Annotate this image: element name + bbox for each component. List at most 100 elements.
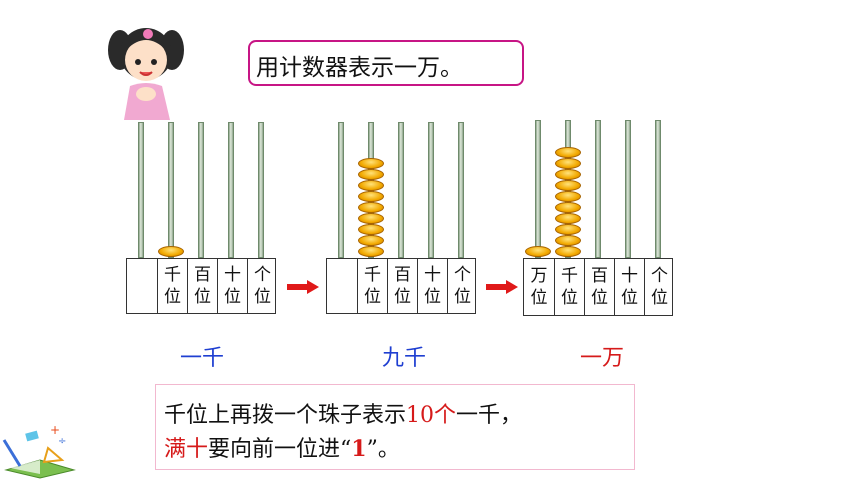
- place-value-cell: 百位: [387, 259, 417, 313]
- place-value-cell: [127, 259, 157, 313]
- place-value-cell: 百位: [584, 259, 614, 315]
- label-nine-thousand: 九千: [382, 346, 427, 371]
- girl-illustration: [108, 28, 184, 120]
- speech-bubble: [248, 40, 524, 86]
- place-value-cell: 千位: [157, 259, 187, 313]
- place-value-char: 十: [224, 265, 241, 285]
- abacus-bead: [555, 246, 581, 257]
- place-value-cell: 个位: [644, 259, 674, 315]
- abacus-bead: [158, 246, 184, 257]
- explanation-highlight: 10个: [406, 403, 457, 428]
- place-value-char: 位: [224, 287, 241, 307]
- explanation-box: 千位上再拨一个珠子表示10个一千， 满十要向前一位进“1”。: [155, 384, 635, 470]
- place-value-cell: 十位: [614, 259, 644, 315]
- math-tools-icon: + ÷: [2, 423, 76, 479]
- abacus-bead: [358, 180, 384, 191]
- place-value-cell: 十位: [417, 259, 447, 313]
- place-value-char: 位: [424, 287, 441, 307]
- speech-bubble-text: 用计数器表示一万。: [256, 55, 463, 81]
- abacus-nine-thousand: 千位百位十位个位: [326, 118, 476, 318]
- abacus-rod: [458, 122, 464, 258]
- place-value-cell: 个位: [247, 259, 277, 313]
- abacus-rod: [595, 120, 601, 258]
- abacus-rod: [138, 122, 144, 258]
- abacus-bead: [555, 158, 581, 169]
- abacus-bead: [555, 180, 581, 191]
- abacus-ten-thousand: 万位千位百位十位个位: [523, 116, 673, 318]
- explanation-text: 千位上再拨一个珠子表示: [164, 403, 407, 428]
- explanation-highlight: 满十: [164, 437, 209, 462]
- abacus-bead: [525, 246, 551, 257]
- place-value-char: 百: [194, 265, 211, 285]
- place-value-char: 千: [561, 266, 578, 286]
- abacus-rod: [198, 122, 204, 258]
- place-value-char: 位: [591, 288, 608, 308]
- svg-text:÷: ÷: [58, 436, 66, 447]
- abacus-bead: [555, 224, 581, 235]
- place-value-cell: [327, 259, 357, 313]
- place-value-cell: 百位: [187, 259, 217, 313]
- abacus-bead: [358, 169, 384, 180]
- place-value-char: 位: [651, 288, 668, 308]
- abacus-bead: [358, 158, 384, 169]
- place-value-cell: 千位: [554, 259, 584, 315]
- abacus-rod: [258, 122, 264, 258]
- abacus-rod: [168, 122, 174, 258]
- abacus-rod: [535, 120, 541, 258]
- place-value-char: 位: [364, 287, 381, 307]
- right-arrow-icon: [486, 280, 518, 294]
- place-value-char: 个: [454, 265, 471, 285]
- place-value-char: 十: [424, 265, 441, 285]
- abacus-rod: [398, 122, 404, 258]
- place-value-char: 位: [454, 287, 471, 307]
- place-value-char: 千: [364, 265, 381, 285]
- place-value-char: 位: [194, 287, 211, 307]
- abacus-bead: [555, 191, 581, 202]
- svg-text:+: +: [50, 423, 60, 437]
- abacus-base: 千位百位十位个位: [326, 258, 476, 314]
- place-value-cell: 千位: [357, 259, 387, 313]
- label-ten-thousand: 一万: [580, 346, 625, 371]
- abacus-bead: [358, 224, 384, 235]
- place-value-char: 个: [254, 265, 271, 285]
- explanation-text: 要向前一位进“: [208, 437, 352, 462]
- abacus-one-thousand: 千位百位十位个位: [126, 118, 276, 318]
- place-value-char: 十: [621, 266, 638, 286]
- abacus-bead: [555, 202, 581, 213]
- abacus-bead: [358, 191, 384, 202]
- place-value-cell: 个位: [447, 259, 477, 313]
- place-value-char: 千: [164, 265, 181, 285]
- abacus-rod: [655, 120, 661, 258]
- abacus-rod: [228, 122, 234, 258]
- place-value-char: 万: [530, 266, 548, 286]
- place-value-char: 百: [394, 265, 411, 285]
- explanation-line-2: 满十要向前一位进“1”。: [164, 431, 400, 463]
- abacus-bead: [358, 246, 384, 257]
- place-value-char: 位: [394, 287, 411, 307]
- explanation-highlight: 1: [351, 436, 367, 462]
- abacus-base: 千位百位十位个位: [126, 258, 276, 314]
- place-value-char: 位: [621, 288, 638, 308]
- place-value-char: 位: [254, 287, 271, 307]
- explanation-line-1: 千位上再拨一个珠子表示10个一千，: [164, 397, 522, 429]
- place-value-cell: 万位: [524, 259, 554, 315]
- abacus-bead: [358, 235, 384, 246]
- abacus-bead: [555, 235, 581, 246]
- place-value-char: 位: [164, 287, 181, 307]
- abacus-bead: [555, 169, 581, 180]
- abacus-bead: [555, 147, 581, 158]
- explanation-text: 一千，: [456, 403, 523, 428]
- explanation-text: ”。: [366, 437, 400, 462]
- abacus-base: 万位千位百位十位个位: [523, 258, 673, 316]
- place-value-char: 位: [561, 288, 578, 308]
- label-one-thousand: 一千: [180, 346, 225, 371]
- place-value-char: 百: [591, 266, 608, 286]
- abacus-bead: [358, 213, 384, 224]
- place-value-cell: 十位: [217, 259, 247, 313]
- abacus-bead: [555, 213, 581, 224]
- abacus-rod: [428, 122, 434, 258]
- place-value-char: 位: [530, 288, 548, 308]
- abacus-bead: [358, 202, 384, 213]
- abacus-rod: [625, 120, 631, 258]
- right-arrow-icon: [287, 280, 319, 294]
